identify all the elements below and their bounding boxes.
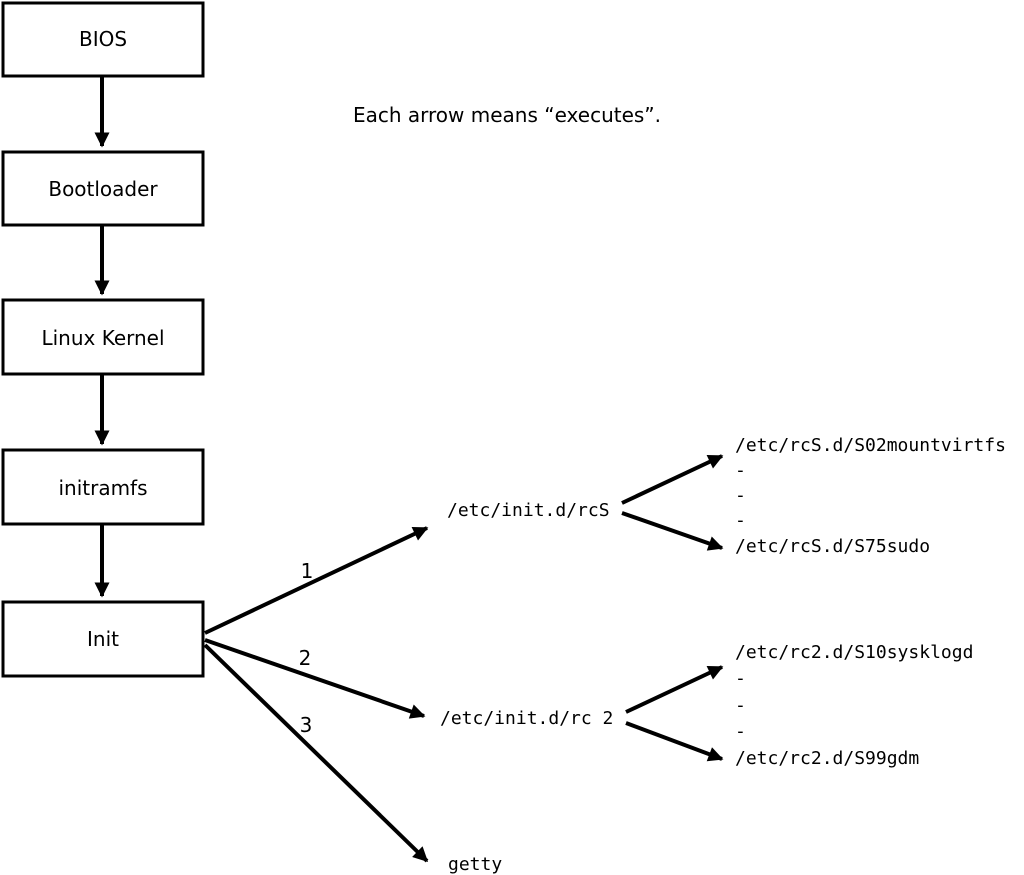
flow-box-linux-kernel: Linux Kernel [1,298,205,376]
flow-box-bios: BIOS [1,1,205,78]
arrow-init-to-rc2 [204,638,426,719]
rc2-child-ellipsis-3: - [735,721,746,742]
arrow-init-to-rcs [204,526,429,635]
linux-kernel-label: Linux Kernel [41,326,164,350]
rcs-child-ellipsis-2: - [735,485,746,506]
branch-order-label-1: 1 [301,559,314,583]
initramfs-box [1,448,205,526]
rc2-child-ellipsis-2: - [735,695,746,716]
bootloader-box [1,150,205,227]
arrow-rcs-to-s75sudo [621,511,724,551]
rc2-script-label: /etc/init.d/rc 2 [440,708,613,729]
getty-label: getty [448,854,502,875]
bootloader-label: Bootloader [48,177,158,201]
flow-box-init: Init [1,600,205,678]
rcs-script-label: /etc/init.d/rcS [447,500,610,521]
rcs-child-s02mountvirtfs: /etc/rcS.d/S02mountvirtfs [735,435,1006,456]
init-box [1,600,205,678]
bios-box [1,1,205,78]
linux-kernel-box [1,298,205,376]
rcs-child-ellipsis-3: - [735,510,746,531]
rc2-child-ellipsis-1: - [735,668,746,689]
bios-label: BIOS [79,27,127,51]
caption-text: Each arrow means “executes”. [353,103,661,127]
rc2-child-s99gdm: /etc/rc2.d/S99gdm [735,748,919,769]
rcs-child-ellipsis-1: - [735,460,746,481]
initramfs-label: initramfs [58,476,147,500]
flow-box-bootloader: Bootloader [1,150,205,227]
arrow-rcs-to-s02mountvirtfs [621,454,724,505]
flow-box-initramfs: initramfs [1,448,205,526]
rc2-child-s10sysklogd: /etc/rc2.d/S10sysklogd [735,642,973,663]
init-label: Init [87,627,119,651]
arrow-init-to-getty [203,643,429,863]
branch-order-label-3: 3 [300,713,313,737]
arrow-rc2-to-s99gdm [625,721,724,762]
rcs-child-s75sudo: /etc/rcS.d/S75sudo [735,536,930,557]
branch-order-label-2: 2 [299,646,312,670]
arrow-rc2-to-s10sysklogd [625,665,724,714]
